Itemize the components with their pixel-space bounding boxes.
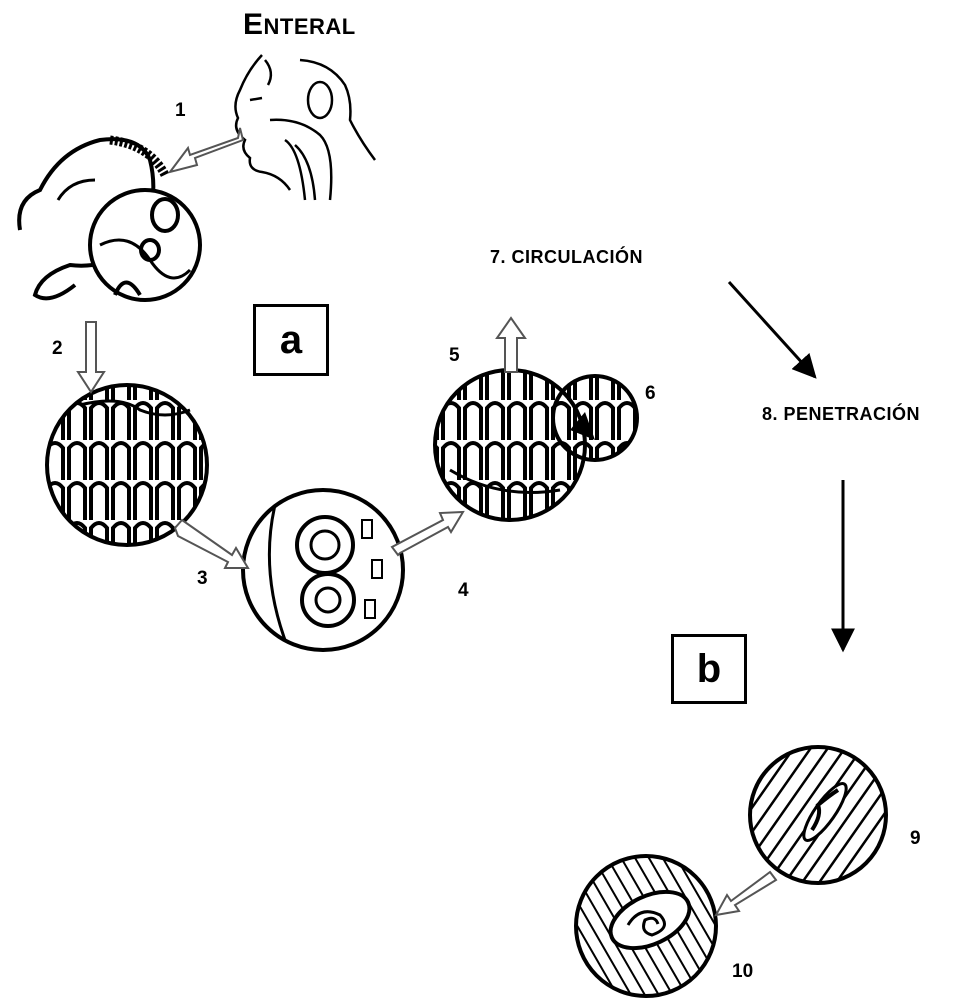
mucosa-larvae-illustration xyxy=(243,490,403,650)
stage-penetration-label: 8. PENETRACIÓN xyxy=(762,404,920,425)
panel-label-b: b xyxy=(671,634,747,704)
human-head-illustration xyxy=(235,55,375,200)
step-label-5: 5 xyxy=(449,345,460,367)
blood-vessel-inset-illustration xyxy=(553,376,637,460)
arrow-2 xyxy=(78,322,104,392)
diagram-title: ENTERAL xyxy=(243,8,356,42)
title-initial: E xyxy=(243,8,264,41)
arrow-circulation-to-penetration xyxy=(729,282,815,377)
step-label-9: 9 xyxy=(910,828,921,850)
stomach-illustration xyxy=(19,139,200,300)
arrow-5 xyxy=(497,318,525,372)
arrow-1 xyxy=(170,128,243,172)
step-label-10: 10 xyxy=(732,961,753,983)
step-label-1: 1 xyxy=(175,100,186,122)
title-rest: NTERAL xyxy=(264,14,356,39)
step-label-4: 4 xyxy=(458,580,469,602)
arrow-9-10 xyxy=(716,872,776,915)
step-label-2: 2 xyxy=(52,338,63,360)
arrow-4 xyxy=(392,512,463,555)
step-label-3: 3 xyxy=(197,568,208,590)
arrow-3 xyxy=(175,520,248,568)
muscle-larva-illustration xyxy=(750,747,886,883)
stage-circulation-label: 7. CIRCULACIÓN xyxy=(490,247,643,268)
panel-label-a: a xyxy=(253,304,329,376)
step-label-6: 6 xyxy=(645,383,656,405)
encysted-larva-illustration xyxy=(576,856,716,996)
